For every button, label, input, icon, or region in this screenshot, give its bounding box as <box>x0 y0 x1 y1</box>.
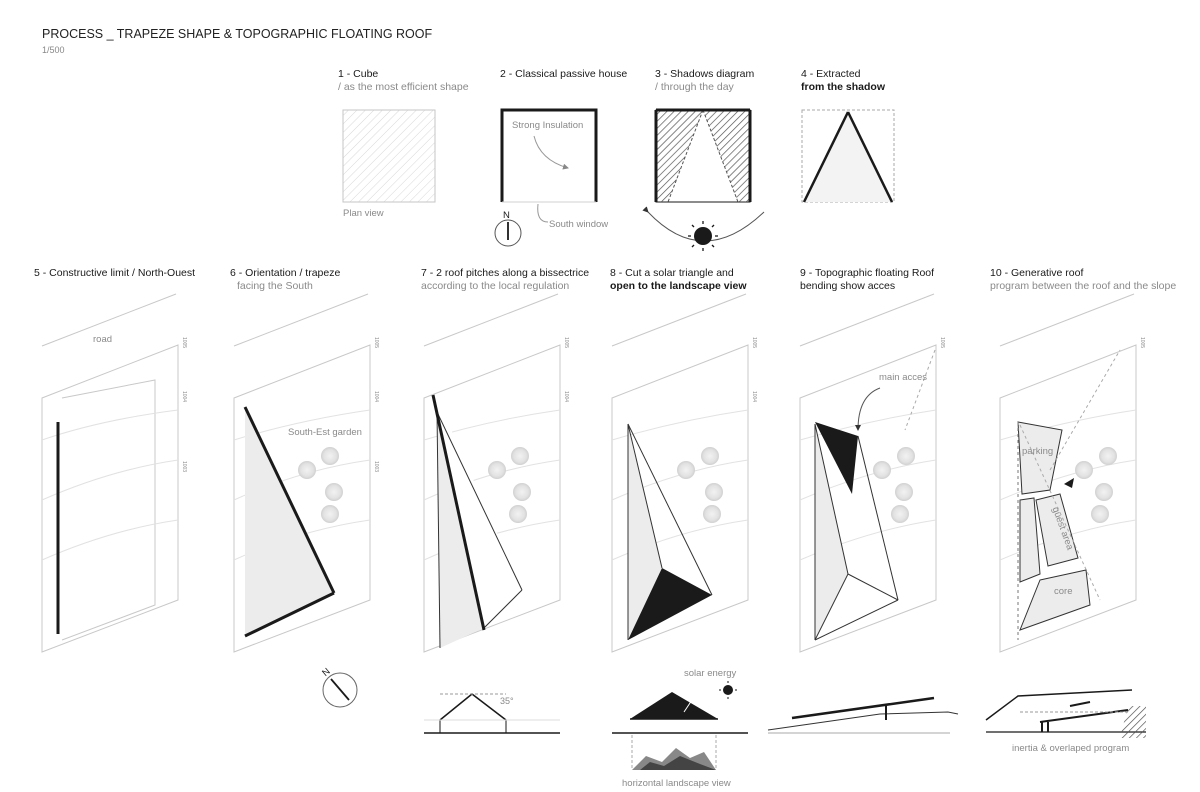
step2-compass-n: N <box>503 210 510 221</box>
page-title: PROCESS _ TRAPEZE SHAPE & TOPOGRAPHIC FL… <box>42 27 433 41</box>
step8-subheading: open to the landscape view <box>610 280 747 292</box>
step4-extracted-triangle <box>801 109 895 203</box>
step2-passive-house-plan <box>494 108 598 247</box>
step9-section <box>767 696 959 734</box>
step3-heading: 3 - Shadows diagram <box>655 68 755 80</box>
step6-trapeze <box>243 406 358 708</box>
step10-subheading: program between the roof and the slope <box>990 280 1177 292</box>
step1-heading: 1 - Cube <box>338 68 379 80</box>
contour-label: 1004 <box>181 390 188 403</box>
contour-label: 1003 <box>373 460 380 473</box>
step7-roof-pitches <box>431 394 531 649</box>
step4-subheading: from the shadow <box>801 81 886 93</box>
step6-garden-label: South-Est garden <box>288 427 362 438</box>
step10-parking-label: parking <box>1022 446 1054 457</box>
contour-label: 1004 <box>373 390 380 403</box>
step3-shadow-diagram <box>642 108 765 251</box>
step5-heading: 5 - Constructive limit / North-Ouest <box>34 267 196 279</box>
step7-section <box>424 693 560 734</box>
step7-subheading: according to the local regulation <box>421 280 570 292</box>
step8-section <box>612 681 748 770</box>
step2-insulation-label: Strong Insulation <box>512 120 584 131</box>
contour-label: 1005 <box>181 336 188 349</box>
step1-note: Plan view <box>343 208 384 219</box>
step2-heading: 2 - Classical passive house <box>500 68 628 80</box>
plot-frames <box>41 293 1137 653</box>
step3-subheading: / through the day <box>655 81 734 93</box>
contour-label: 1004 <box>563 390 570 403</box>
step1-cube-plan <box>342 109 436 203</box>
contour-label: 1005 <box>373 336 380 349</box>
step10-section <box>985 689 1146 738</box>
step8-landscape-label: horizontal landscape view <box>622 778 731 789</box>
step2-window-label: South window <box>549 219 609 230</box>
step8-heading: 8 - Cut a solar triangle and <box>610 267 734 279</box>
step4-heading: 4 - Extracted <box>801 68 861 80</box>
step9-heading: 9 - Topographic floating Roof <box>800 267 935 279</box>
step6-heading: 6 - Orientation / trapeze <box>230 267 341 279</box>
step1-subheading: / as the most efficient shape <box>338 81 469 93</box>
step10-heading: 10 - Generative roof <box>990 267 1084 279</box>
step7-heading: 7 - 2 roof pitches along a bissectrice <box>421 267 590 279</box>
step9-floating-roof <box>814 349 936 641</box>
step9-subheading: bending show acces <box>800 280 896 292</box>
contour-label: 1003 <box>181 460 188 473</box>
step9-acces-label: main acces <box>879 372 928 383</box>
step5-road-label: road <box>93 334 113 345</box>
contour-label: 1004 <box>751 390 758 403</box>
step8-solar-label: solar energy <box>684 668 737 679</box>
step10-core-label: core <box>1054 586 1073 597</box>
contour-label: 1005 <box>563 336 570 349</box>
step8-solar-triangle <box>627 423 723 640</box>
step7-angle-label: 35° <box>500 696 514 706</box>
contour-label: 1005 <box>1139 336 1146 349</box>
contour-label: 1005 <box>939 336 946 349</box>
step10-generative-roof <box>1017 349 1121 640</box>
step10-caption: inertia & overlaped program <box>1012 743 1130 754</box>
step6-subheading: facing the South <box>237 280 313 292</box>
contour-label: 1005 <box>751 336 758 349</box>
scale-label: 1/500 <box>42 45 65 55</box>
